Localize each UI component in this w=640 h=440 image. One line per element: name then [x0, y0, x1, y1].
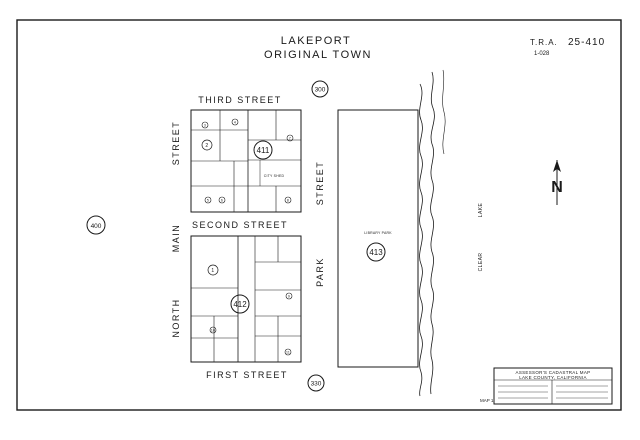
parcel-2[interactable]: 2 — [201, 139, 213, 151]
street-first: FIRST STREET — [206, 370, 288, 380]
sheet-number: MAP 1 — [480, 398, 494, 403]
page-ref-left-label: 400 — [91, 223, 102, 230]
parcel-4-label: 4 — [234, 121, 236, 125]
page-ref-top[interactable]: 300 — [311, 80, 329, 98]
legend-title: ASSESSOR'S CADASTRAL MAP — [516, 370, 591, 375]
parcel-1-label: 1 — [211, 268, 214, 274]
north-arrow-icon: N — [551, 160, 563, 205]
shoreline — [419, 69, 446, 397]
street-park-top: STREET — [315, 161, 325, 206]
city-shed-label: CITY SHED — [264, 174, 285, 178]
map-number: 25-410 — [568, 37, 605, 48]
street-third: THIRD STREET — [198, 95, 282, 105]
clear-label: CLEAR — [478, 253, 484, 272]
street-main-mid: MAIN — [171, 224, 181, 253]
parcel-5[interactable]: 5 — [204, 196, 212, 204]
legend-county: LAKE COUNTY, CALIFORNIA — [519, 375, 587, 380]
parcel-6-label: 6 — [221, 199, 223, 203]
sheet-border — [16, 19, 622, 411]
page-ref-bottom[interactable]: 330 — [307, 374, 325, 392]
parcel-6[interactable]: 6 — [218, 196, 226, 204]
parcel-8-label: 8 — [287, 199, 289, 203]
north-arrow-label: N — [551, 179, 563, 196]
page-ref-left[interactable]: 400 — [86, 215, 106, 235]
block-412-tag[interactable]: 412 — [230, 294, 250, 314]
parcel-7-label: 7 — [289, 137, 291, 141]
street-main-top: STREET — [171, 121, 181, 166]
page-ref-top-label: 300 — [315, 87, 326, 94]
library-park-label: LIBRARY PARK — [364, 231, 392, 235]
block-413-tag[interactable]: 413 — [366, 242, 386, 262]
map-title-city: LAKEPORT — [281, 35, 352, 47]
block-411-tag[interactable]: 411 — [253, 140, 273, 160]
parcel-2-label: 2 — [205, 143, 208, 149]
page-ref-bottom-label: 330 — [311, 381, 322, 388]
parcel-3[interactable]: 3 — [201, 121, 209, 129]
legend-box — [493, 367, 613, 405]
street-second: SECOND STREET — [192, 220, 288, 230]
block-413 — [337, 109, 419, 368]
block-411 — [190, 109, 302, 213]
map-title-subtitle: ORIGINAL TOWN — [264, 49, 372, 61]
block-411-label: 411 — [257, 146, 270, 155]
block-413-label: 413 — [369, 248, 383, 257]
parcel-11-label: 11 — [286, 351, 290, 355]
parcel-7[interactable]: 7 — [286, 134, 294, 142]
tra-label: T.R.A. — [530, 38, 558, 47]
parcel-10[interactable]: 10 — [209, 326, 217, 334]
street-park-bottom: PARK — [315, 257, 325, 287]
parcel-9[interactable]: 9 — [285, 292, 293, 300]
parcel-5-label: 5 — [207, 199, 209, 203]
lake-label: LAKE — [478, 203, 484, 218]
parcel-10-label: 10 — [211, 329, 215, 333]
block-412 — [190, 235, 302, 363]
parcel-9-label: 9 — [288, 295, 290, 299]
tra-code: 1-028 — [534, 51, 550, 57]
parcel-8[interactable]: 8 — [284, 196, 292, 204]
block-412-label: 412 — [233, 300, 247, 309]
parcel-1[interactable]: 1 — [207, 264, 219, 276]
parcel-11[interactable]: 11 — [284, 348, 292, 356]
parcel-3-label: 3 — [204, 124, 206, 128]
street-north: NORTH — [171, 298, 181, 337]
parcel-4[interactable]: 4 — [231, 118, 239, 126]
